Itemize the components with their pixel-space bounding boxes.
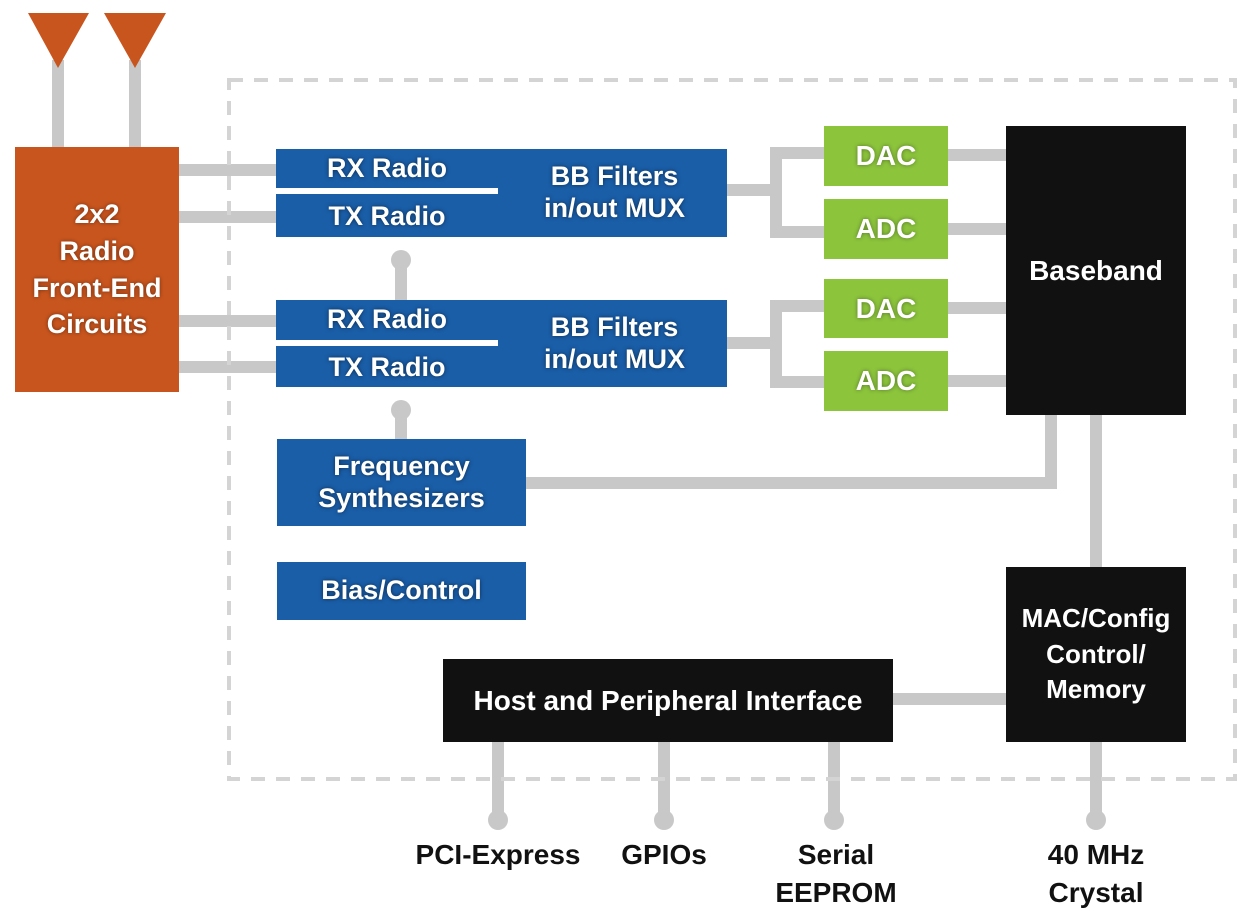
dac-2-block: DAC (824, 279, 948, 338)
pci-express-label: PCI-Express (415, 839, 581, 870)
crystal-label: 40 MHz Crystal (1047, 839, 1145, 908)
gpios-label: GPIOs (621, 839, 707, 870)
adc-1-block: ADC (824, 199, 948, 259)
dac-1-block: DAC (824, 126, 948, 186)
adc-2-block: ADC (824, 351, 948, 411)
rx-tx-divider (276, 340, 498, 346)
tx-radio-1-label: TX Radio (328, 200, 446, 231)
host-peripheral-interface-block: Host and Peripheral Interface (443, 659, 893, 742)
bias-control-block: Bias/Control (277, 562, 526, 620)
bb-filters-1-label: BB Filters in/out MUX (544, 161, 685, 223)
frequency-synthesizers-block: Frequency Synthesizers (277, 439, 526, 526)
radio-chain-1: RX Radio TX Radio BB Filters in/out MUX (276, 149, 727, 237)
rx-radio-1-label: RX Radio (326, 152, 447, 183)
bb-filters-2-label: BB Filters in/out MUX (544, 311, 685, 374)
chip-boundary (227, 78, 1237, 781)
radio-front-end-block: 2x2 Radio Front-End Circuits (15, 147, 179, 392)
rx-tx-divider (276, 188, 498, 194)
baseband-block: Baseband (1006, 126, 1186, 415)
rx-radio-2-label: RX Radio (326, 304, 447, 335)
tx-radio-2-label: TX Radio (328, 351, 446, 382)
antenna-icon (28, 13, 89, 68)
antenna-icon (104, 13, 166, 68)
radio-chain-2: RX Radio TX Radio BB Filters in/out MUX (276, 300, 727, 387)
serial-eeprom-label: Serial EEPROM (775, 839, 897, 908)
mac-config-memory-block: MAC/Config Control/ Memory (1006, 567, 1186, 742)
